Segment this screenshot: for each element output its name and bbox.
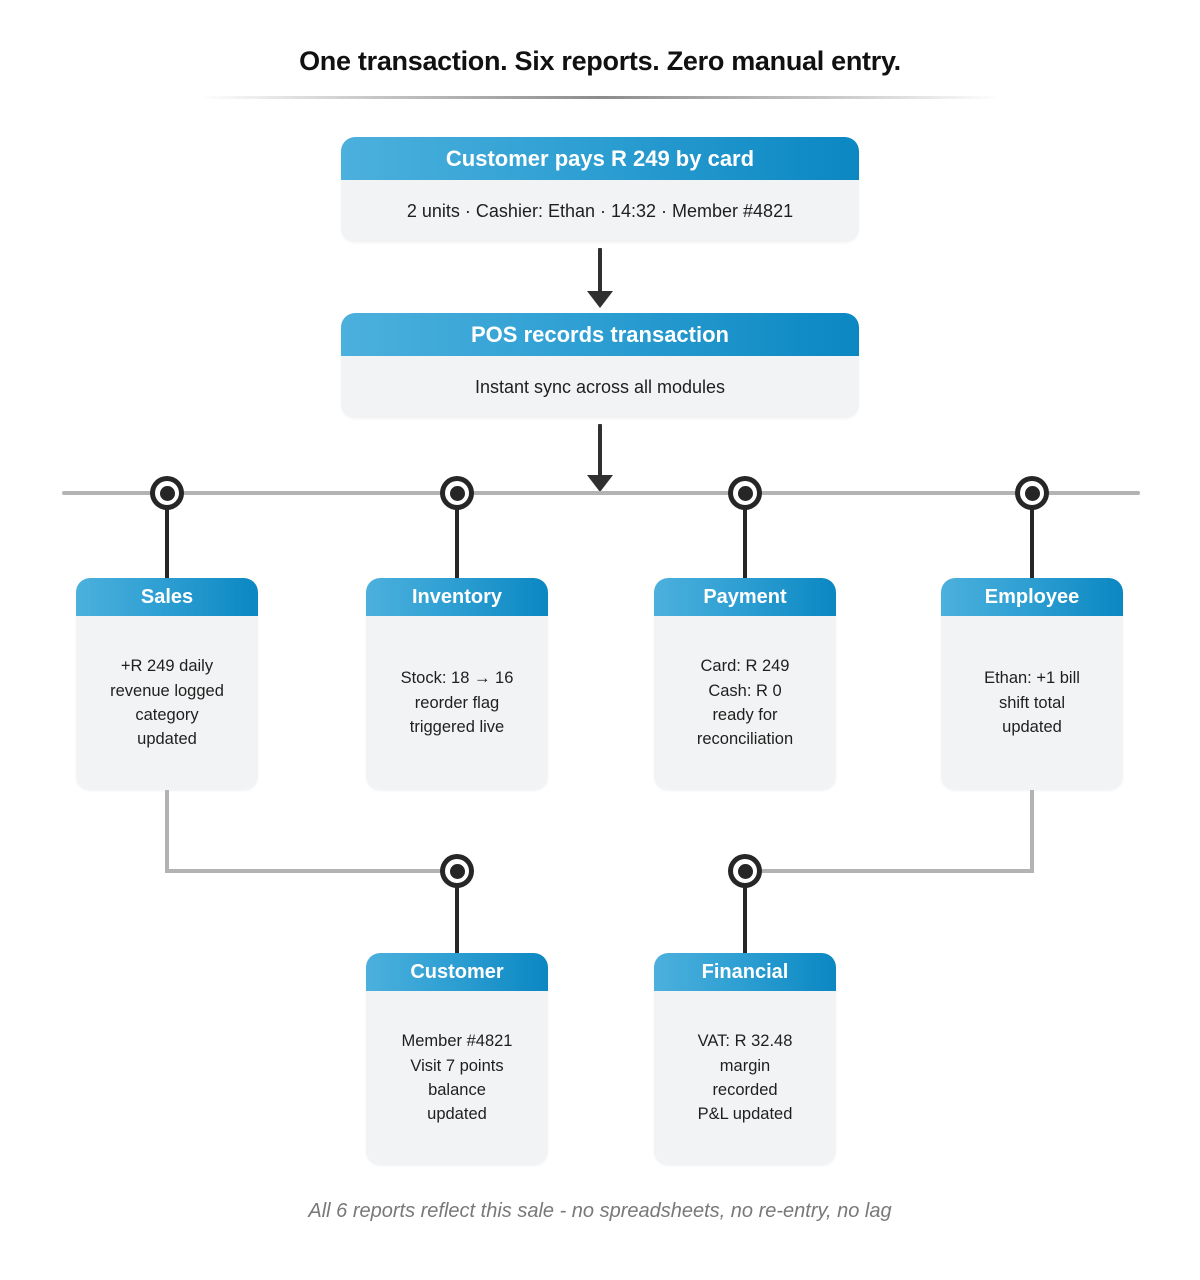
module-card-title: Customer	[366, 953, 548, 991]
module-card-title: Sales	[76, 578, 258, 616]
stem-inventory	[455, 500, 459, 580]
module-card-detail: +R 249 daily revenue logged category upd…	[110, 657, 224, 749]
module-card-detail: Ethan: +1 bill shift total updated	[984, 669, 1080, 737]
stem-employee	[1030, 500, 1034, 580]
stem-financial	[743, 878, 747, 956]
stage-card-detail: 2 units · Cashier: Ethan · 14:32 · Membe…	[406, 200, 794, 221]
stage-card-title: Customer pays R 249 by card	[341, 137, 859, 180]
stage-card-pos-records: POS records transaction Instant sync acr…	[341, 313, 859, 418]
module-card-customer: Customer Member #4821 Visit 7 points bal…	[366, 953, 548, 1165]
elbow-vertical-employee-to-financial	[1030, 790, 1034, 873]
elbow-horizontal-employee-to-financial	[747, 869, 1034, 873]
node-marker-payment	[728, 476, 762, 510]
module-card-title: Financial	[654, 953, 836, 991]
module-card-payment: Payment Card: R 249 Cash: R 0 ready for …	[654, 578, 836, 790]
module-card-detail: VAT: R 32.48 margin recorded P&L updated	[697, 1032, 793, 1124]
node-marker-financial	[728, 854, 762, 888]
node-marker-sales	[150, 476, 184, 510]
module-card-title: Employee	[941, 578, 1123, 616]
elbow-vertical-sales-to-customer	[165, 790, 169, 873]
distribution-bus-line	[62, 491, 1140, 495]
title-divider	[200, 96, 1000, 99]
module-card-title: Payment	[654, 578, 836, 616]
arrow-line-stage1-to-stage2	[598, 248, 602, 294]
stem-payment	[743, 500, 747, 580]
module-card-inventory: Inventory Stock: 18 → 16 reorder flag tr…	[366, 578, 548, 790]
node-marker-customer	[440, 854, 474, 888]
arrow-head-stage1-to-stage2	[587, 291, 613, 308]
stage-card-customer-pays: Customer pays R 249 by card 2 units · Ca…	[341, 137, 859, 242]
node-marker-inventory	[440, 476, 474, 510]
module-card-detail: Member #4821 Visit 7 points balance upda…	[401, 1032, 513, 1124]
module-card-financial: Financial VAT: R 32.48 margin recorded P…	[654, 953, 836, 1165]
stem-sales	[165, 500, 169, 580]
elbow-horizontal-sales-to-customer	[165, 869, 451, 873]
module-card-title: Inventory	[366, 578, 548, 616]
module-card-detail: Card: R 249 Cash: R 0 ready for reconcil…	[696, 657, 794, 749]
stem-customer	[455, 878, 459, 956]
node-marker-employee	[1015, 476, 1049, 510]
stage-card-title: POS records transaction	[341, 313, 859, 356]
footer-caption: All 6 reports reflect this sale - no spr…	[308, 1200, 892, 1222]
stage-card-detail: Instant sync across all modules	[474, 376, 726, 397]
page-title: One transaction. Six reports. Zero manua…	[299, 46, 901, 76]
arrow-line-stage2-to-bus	[598, 424, 602, 476]
arrow-head-stage2-to-bus	[587, 475, 613, 492]
module-card-employee: Employee Ethan: +1 bill shift total upda…	[941, 578, 1123, 790]
module-card-detail: Stock: 18 → 16 reorder flag triggered li…	[400, 669, 514, 737]
module-card-sales: Sales +R 249 daily revenue logged catego…	[76, 578, 258, 790]
